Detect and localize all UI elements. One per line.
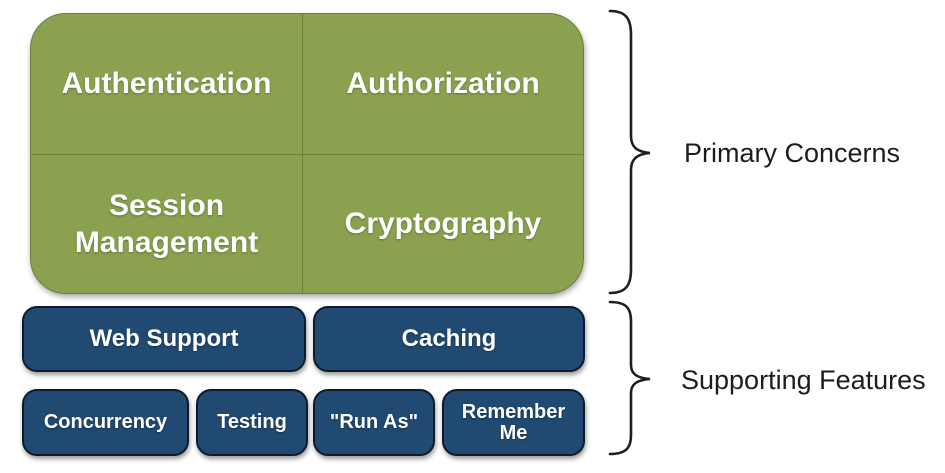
- primary-concerns-label: Primary Concerns: [684, 138, 901, 168]
- primary-concerns-box: Authentication Authorization Session Man…: [30, 13, 584, 294]
- cell-session-management-label: Session Management: [74, 188, 259, 260]
- feature-caching-label: Caching: [401, 325, 497, 352]
- feature-remember-me: Remember Me: [442, 389, 585, 456]
- feature-testing: Testing: [196, 389, 308, 456]
- cell-cryptography: Cryptography: [303, 155, 583, 293]
- feature-web-support-label: Web Support: [89, 325, 239, 352]
- cell-authorization: Authorization: [303, 14, 583, 155]
- feature-concurrency-label: Concurrency: [43, 411, 168, 433]
- supporting-brace-icon: [608, 300, 651, 456]
- feature-web-support: Web Support: [22, 306, 306, 372]
- cell-cryptography-label: Cryptography: [344, 207, 542, 241]
- primary-brace-icon: [608, 9, 651, 295]
- cell-authentication-label: Authentication: [61, 67, 272, 101]
- cell-authentication: Authentication: [31, 14, 303, 155]
- feature-run-as-label: "Run As": [329, 411, 419, 433]
- cell-session-management: Session Management: [31, 155, 303, 293]
- feature-run-as: "Run As": [313, 389, 435, 456]
- cell-authorization-label: Authorization: [346, 67, 540, 101]
- feature-remember-me-label: Remember Me: [461, 400, 566, 444]
- feature-caching: Caching: [313, 306, 585, 372]
- supporting-features-label: Supporting Features: [681, 365, 926, 395]
- feature-testing-label: Testing: [217, 411, 287, 433]
- feature-concurrency: Concurrency: [22, 389, 189, 456]
